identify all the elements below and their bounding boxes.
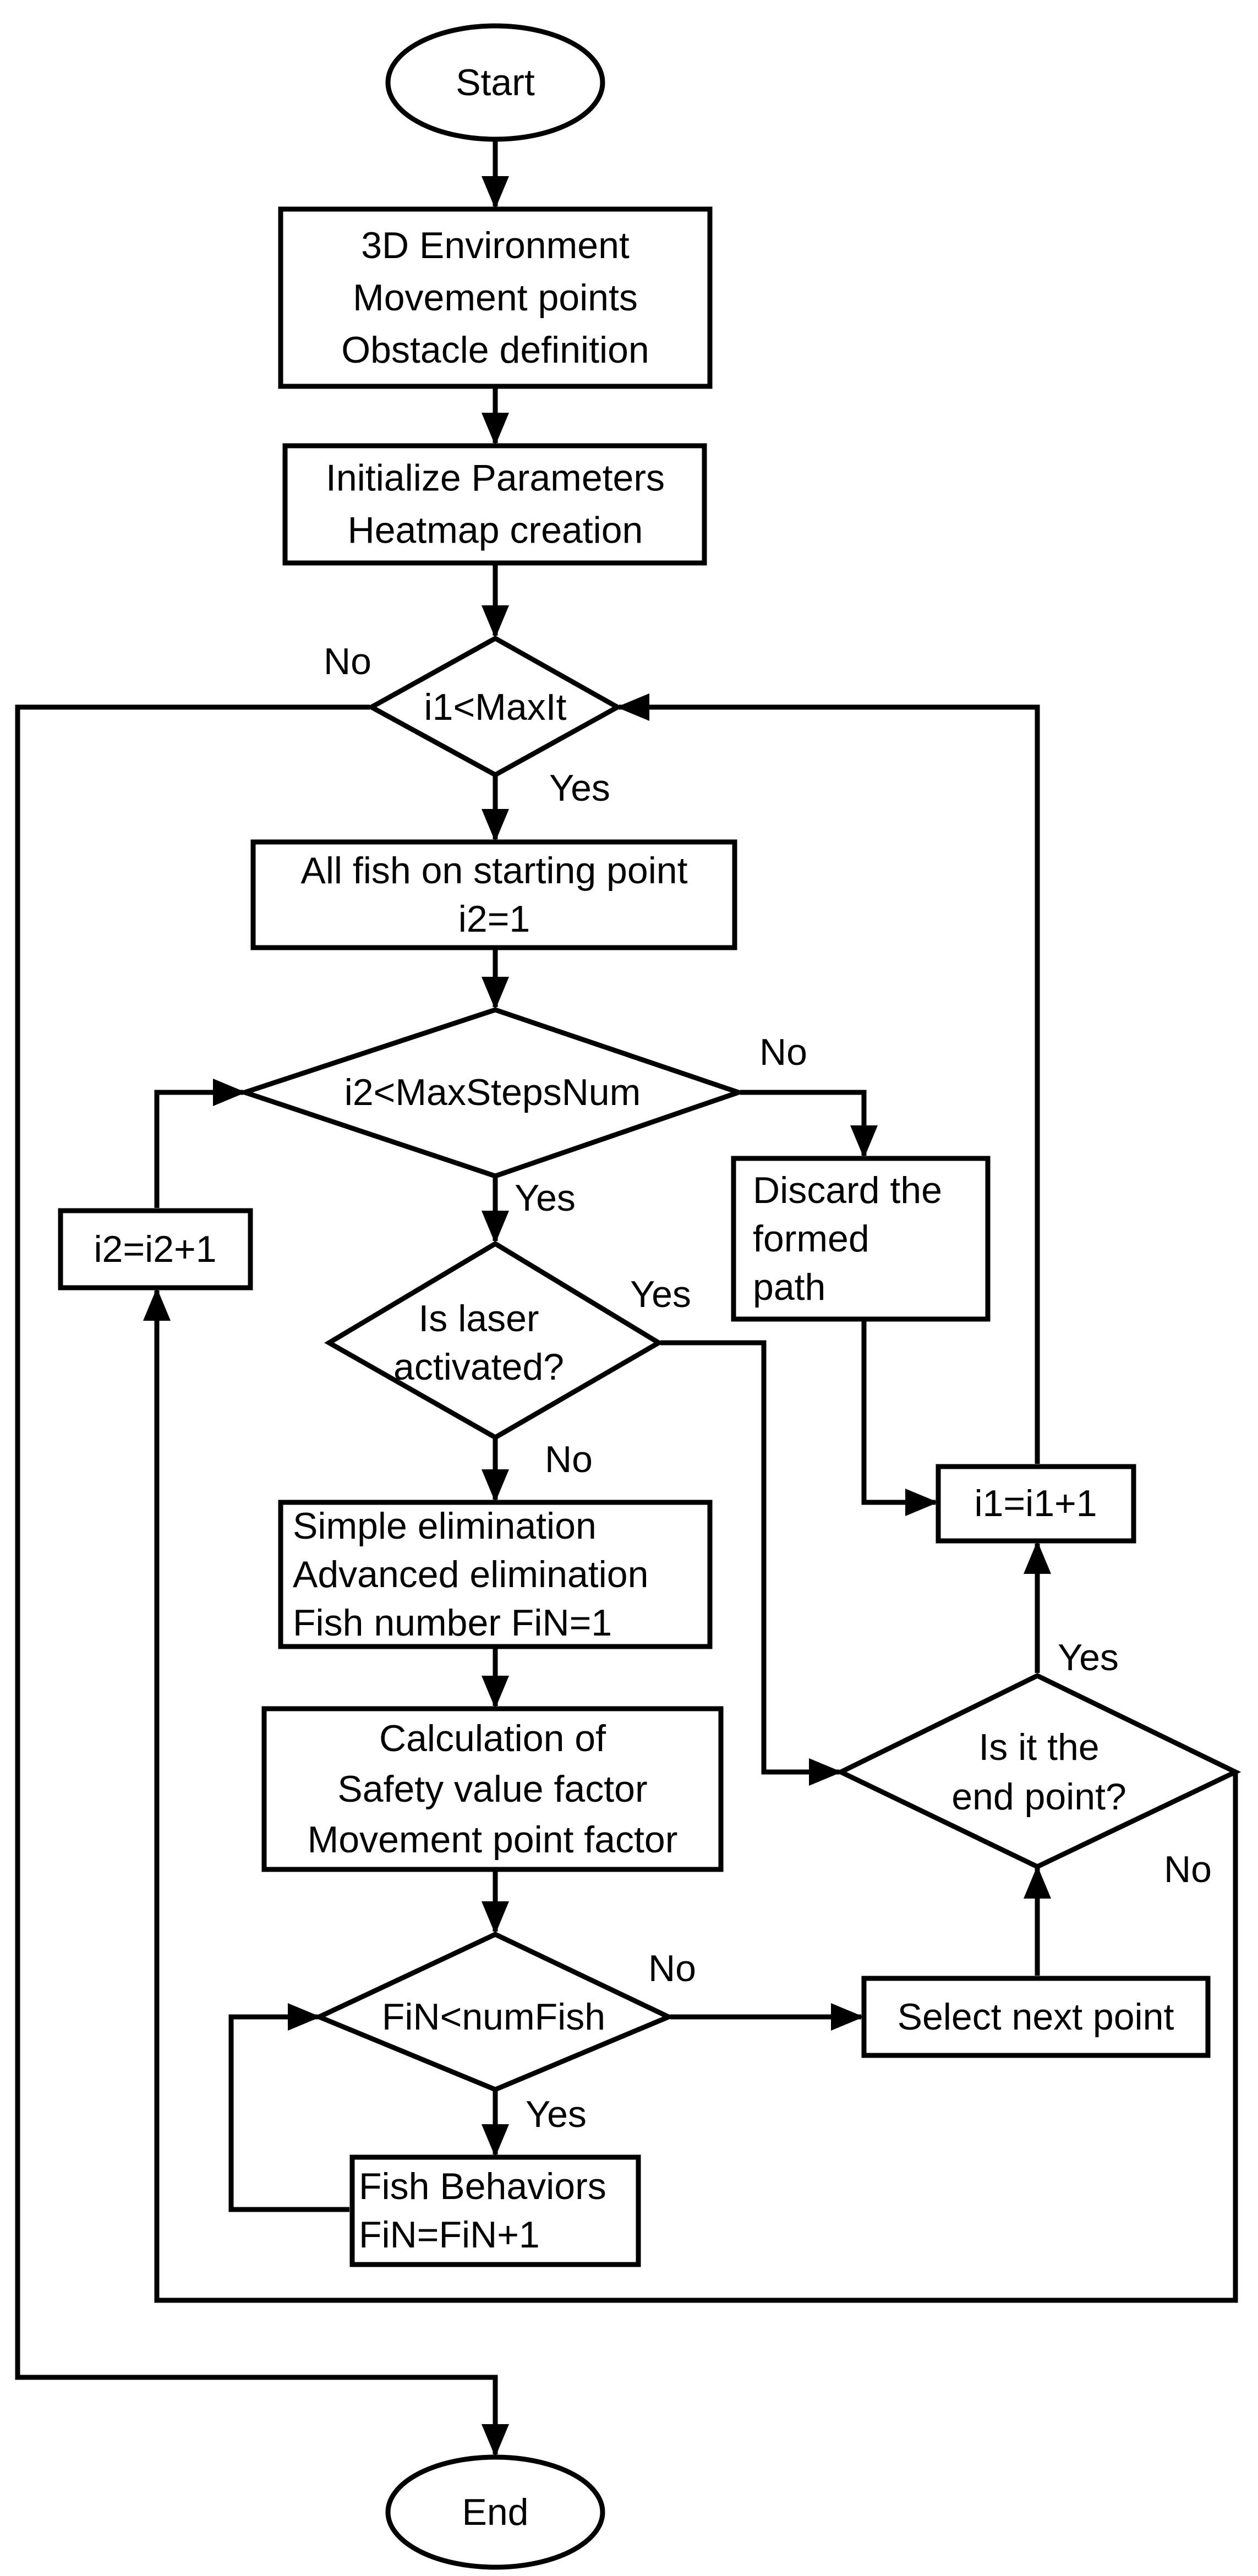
label-loop3-yes: Yes <box>526 2093 587 2135</box>
label-loop1-no: No <box>324 641 371 682</box>
node-text-line: Is laser <box>418 1298 539 1339</box>
node-text-line: Start <box>456 62 535 103</box>
label-laser-no: No <box>545 1439 593 1480</box>
node-text: All fish on starting point i2=1 <box>300 850 687 940</box>
node-text-line: Simple elimination <box>293 1505 597 1547</box>
node-text: Is laser activated? <box>393 1298 564 1388</box>
node-text-line: Calculation of <box>379 1718 606 1759</box>
node-text: i1=i1+1 <box>974 1483 1097 1524</box>
node-text-line: path <box>753 1266 825 1308</box>
node-text-line: Initialize Parameters <box>326 457 665 499</box>
node-text-line: Movement points <box>353 277 638 319</box>
node-inc1: i1=i1+1 <box>936 1464 1136 1544</box>
node-text-line: All fish on starting point <box>300 850 687 892</box>
node-text-line: Discard the <box>753 1169 942 1211</box>
node-allfish: All fish on starting point i2=1 <box>250 839 737 950</box>
node-loop1: i1<MaxIt <box>366 635 623 778</box>
edge-endpoint-inc2 <box>143 1288 1238 2303</box>
node-text-line: Fish number FiN=1 <box>293 1602 612 1644</box>
node-text: Start <box>456 62 535 103</box>
node-loop2: i2<MaxStepsNum <box>237 1007 746 1179</box>
label-loop1-yes: Yes <box>549 767 610 809</box>
label-endpoint-no: No <box>1164 1848 1212 1890</box>
node-text: Discard the formed path <box>753 1169 942 1308</box>
edge-loop2-discard <box>740 1090 878 1158</box>
node-select: Select next point <box>861 1976 1211 2058</box>
node-text-line: end point? <box>951 1776 1126 1818</box>
node-text-line: FiN<numFish <box>382 1996 605 2038</box>
node-text-line: Select next point <box>898 1996 1174 2038</box>
node-text-line: i2=i2+1 <box>94 1228 216 1270</box>
node-text-line: Advanced elimination <box>293 1554 648 1595</box>
node-text-line: Safety value factor <box>337 1768 647 1810</box>
edge-behav-loop3 <box>228 2003 349 2212</box>
label-loop3-no: No <box>648 1948 696 1989</box>
edge-labels: No Yes No Yes Yes No Yes No No Yes <box>324 641 1212 2135</box>
node-end: End <box>385 2454 605 2570</box>
label-laser-yes: Yes <box>630 1273 691 1315</box>
node-text-line: i2<MaxStepsNum <box>344 1071 641 1113</box>
node-text-line: Obstacle definition <box>341 329 649 371</box>
edges <box>15 140 1238 2457</box>
node-text-line: End <box>462 2491 529 2533</box>
node-text-line: FiN=FiN+1 <box>359 2214 540 2256</box>
node-text-line: activated? <box>393 1346 564 1388</box>
node-text: i2<MaxStepsNum <box>344 1071 641 1113</box>
node-text-line: 3D Environment <box>361 225 630 266</box>
node-inc2: i2=i2+1 <box>58 1208 253 1290</box>
node-text: FiN<numFish <box>382 1996 605 2038</box>
node-text-line: Heatmap creation <box>348 510 643 551</box>
label-loop2-yes: Yes <box>515 1177 576 1219</box>
edge-loop1-end <box>15 704 509 2457</box>
node-text: Select next point <box>898 1996 1174 2038</box>
node-loop3: FiN<numFish <box>313 1932 675 2092</box>
node-text-line: i2=1 <box>458 898 530 940</box>
edge-inc1-loop1 <box>616 693 1040 1464</box>
node-text-line: formed <box>753 1218 869 1260</box>
node-endpoint: Is it the end point? <box>835 1672 1241 1869</box>
node-text-line: i1<MaxIt <box>424 686 567 728</box>
node-discard: Discard the formed path <box>731 1156 991 1322</box>
node-text: Is it the end point? <box>951 1726 1126 1818</box>
node-text-line: Is it the <box>978 1726 1099 1768</box>
node-text: i2=i2+1 <box>94 1228 216 1270</box>
node-text-line: Movement point factor <box>308 1819 678 1861</box>
label-endpoint-yes: Yes <box>1058 1637 1119 1678</box>
node-start: Start <box>385 23 605 142</box>
node-text: End <box>462 2491 529 2533</box>
edge-laser-endpoint <box>660 1340 842 1786</box>
node-text: i1<MaxIt <box>424 686 567 728</box>
node-laser: Is laser activated? <box>324 1240 664 1441</box>
node-text-line: i1=i1+1 <box>974 1483 1097 1524</box>
edge-discard-inc1 <box>861 1321 938 1516</box>
label-loop2-no: No <box>759 1031 807 1073</box>
edge-inc2-loop2 <box>154 1079 246 1208</box>
node-text-line: Fish Behaviors <box>359 2165 606 2207</box>
